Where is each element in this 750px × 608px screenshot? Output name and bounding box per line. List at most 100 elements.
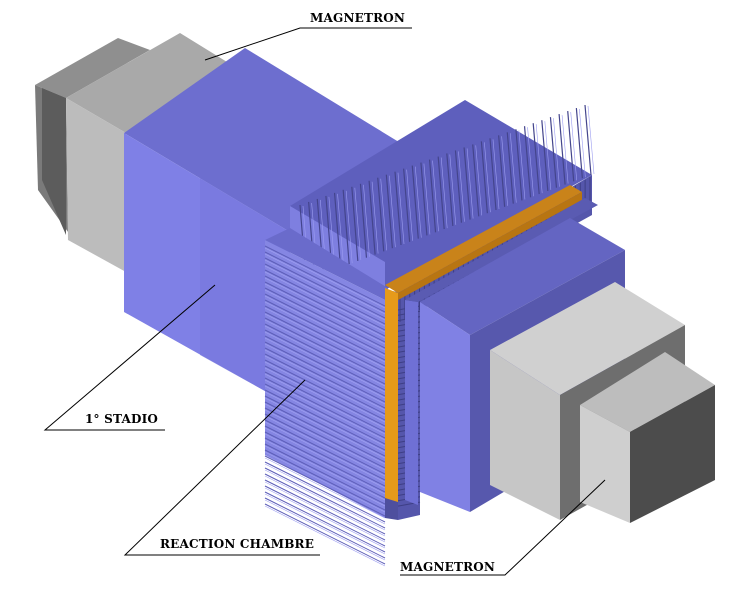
front-fin-line	[264, 341, 386, 403]
top-fin-block	[290, 100, 595, 290]
front-fin-line-highlight	[264, 433, 386, 495]
top-fin-line	[480, 141, 488, 214]
left-magnetron	[35, 33, 240, 272]
right-magnetron-inner-top	[580, 352, 715, 432]
top-fin-line-highlight	[484, 142, 491, 213]
front-fin-line	[264, 275, 386, 337]
top-fin-line-highlight	[440, 157, 448, 229]
top-fin-line	[523, 126, 532, 198]
front-fin-line	[264, 311, 386, 373]
front-fin-line	[264, 269, 386, 331]
front-fin-lines	[264, 245, 386, 567]
front-fin-line	[264, 347, 386, 409]
front-fin-line	[264, 377, 386, 439]
front-fin-line-highlight	[264, 355, 386, 417]
top-fin-line-highlight	[492, 139, 500, 210]
front-fin-line-highlight	[264, 271, 386, 333]
top-fin-line	[575, 107, 583, 179]
front-fin-line	[264, 485, 386, 547]
front-fin-line	[264, 281, 386, 343]
top-fin-line-highlight	[509, 133, 517, 203]
front-fin-line-highlight	[264, 415, 386, 477]
front-fin-line-highlight	[264, 475, 386, 537]
front-fin-line-highlight	[264, 289, 386, 351]
top-fin-line-highlight	[432, 160, 439, 232]
top-fin-line	[446, 153, 454, 226]
front-fin-line	[264, 503, 386, 565]
top-fin-line	[498, 135, 506, 207]
top-fin-line-highlight	[337, 193, 344, 267]
top-fin-line	[454, 150, 463, 223]
top-fin-line-highlight	[389, 175, 396, 248]
front-fin-line-highlight	[264, 331, 386, 393]
leader-lines	[43, 27, 606, 576]
front-fin-line-highlight	[264, 367, 386, 429]
front-fin-line-highlight	[264, 499, 386, 561]
purple-plate	[405, 198, 598, 505]
front-fin-line	[264, 257, 386, 319]
right-magnetron-inner-side	[630, 385, 715, 523]
top-fin-line	[385, 174, 393, 249]
front-fin-line-highlight	[264, 337, 386, 399]
front-fin-line	[264, 449, 386, 511]
front-fin-line	[264, 329, 386, 391]
top-fin-line-highlight	[380, 178, 388, 251]
top-fin-line	[506, 132, 514, 204]
top-fin-line	[394, 171, 402, 246]
top-fin-line-highlight	[501, 136, 508, 206]
top-fin-line	[541, 120, 549, 191]
front-fin-block	[264, 228, 398, 567]
front-fin-line-highlight	[264, 427, 386, 489]
magnetron-top-label: MAGNETRON	[310, 11, 406, 25]
leader-magnetron-bottom	[400, 479, 606, 576]
front-fin-line-highlight	[264, 361, 386, 423]
front-fin-line	[264, 371, 386, 433]
front-fin-line-highlight	[264, 253, 386, 315]
right-magnetron-front	[490, 350, 560, 520]
front-fin-line-highlight	[264, 445, 386, 507]
top-fin-line	[342, 189, 350, 265]
top-fin-line	[584, 104, 592, 176]
top-fin-line-highlight	[458, 151, 465, 222]
front-fin-line-highlight	[264, 379, 386, 441]
front-fin-line	[264, 491, 386, 553]
left-magnetron-back-top	[35, 38, 150, 98]
top-fin-lines	[299, 104, 595, 281]
top-fin-line	[515, 129, 523, 201]
front-fin-line	[264, 245, 386, 307]
front-fin-line	[264, 359, 386, 421]
front-fin-line	[264, 401, 386, 463]
top-fin-line	[428, 159, 437, 233]
front-fin-line-highlight	[264, 313, 386, 375]
front-fin-line-highlight	[264, 325, 386, 387]
left-magnetron-dark-edge	[42, 88, 66, 235]
front-fin-line	[264, 473, 386, 535]
front-fin-line	[264, 293, 386, 355]
top-fin-line-highlight	[345, 190, 353, 264]
top-fin-line-highlight	[363, 184, 370, 257]
top-fin-line	[420, 162, 428, 236]
front-fin-line	[264, 413, 386, 475]
magnetron-bottom-label: MAGNETRON	[400, 560, 496, 574]
top-fin-line-highlight	[535, 124, 543, 194]
front-fin-line	[264, 323, 386, 385]
orange-band	[385, 185, 582, 502]
top-fin-line	[359, 183, 368, 258]
front-fin-line-highlight	[264, 421, 386, 483]
front-fin-line-highlight	[264, 469, 386, 531]
leader-stadio	[43, 284, 216, 431]
top-fin-line-highlight	[561, 115, 569, 184]
top-fin-line	[558, 114, 566, 185]
front-fin-line-highlight	[264, 481, 386, 543]
front-fin-line	[264, 443, 386, 505]
front-fin-line-highlight	[264, 307, 386, 369]
front-fin-line	[264, 497, 386, 559]
top-fin-line-highlight	[449, 154, 457, 225]
leader-reaction-chamber	[123, 379, 320, 556]
front-fin-line	[264, 467, 386, 529]
top-fin-line-highlight	[527, 127, 534, 197]
top-fin-line	[567, 111, 575, 182]
front-fin-line-highlight	[264, 301, 386, 363]
